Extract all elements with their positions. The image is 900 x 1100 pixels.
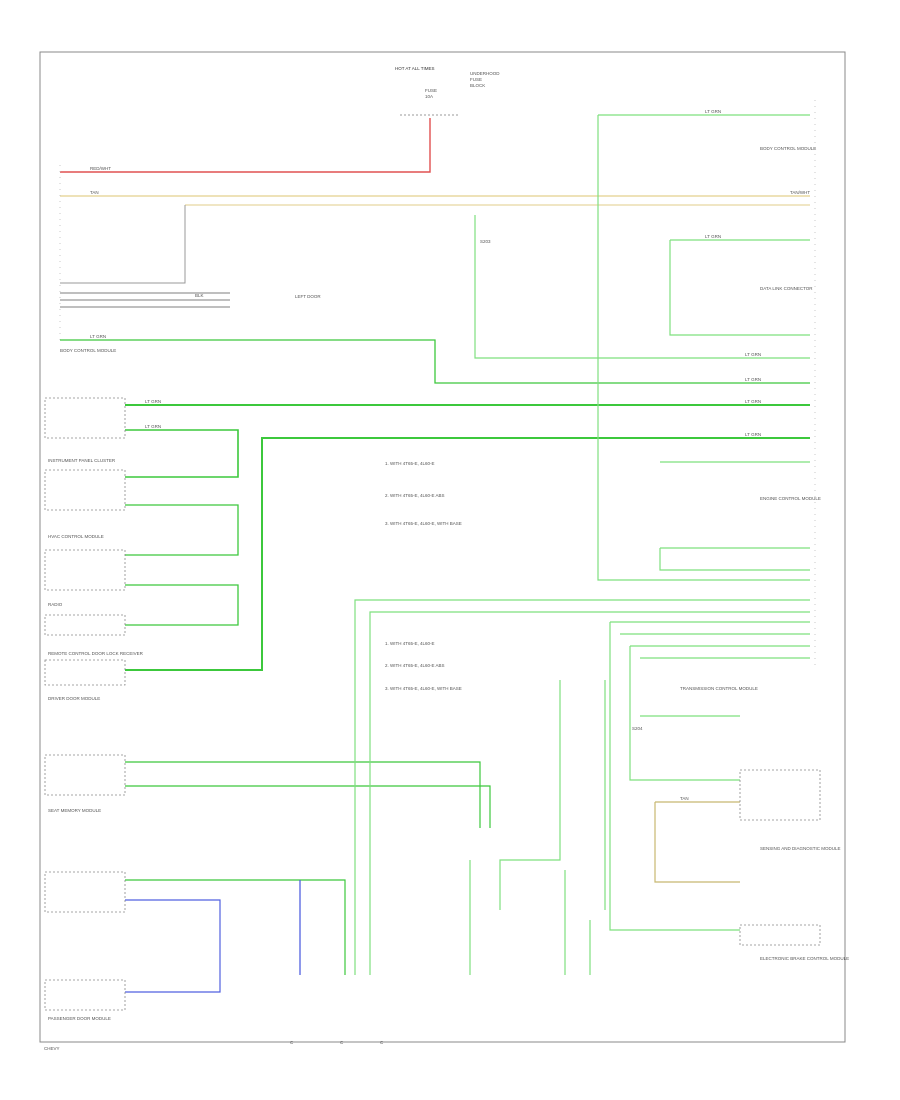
hvac-box [44,549,126,591]
data-bus-top [60,339,810,384]
seat-memory-box [44,754,126,796]
note-middle-2: 2. WITH 4T65-E, 4L60-E ABS [385,493,445,498]
wire-label-8: LT GRN [705,234,721,239]
passenger-door-box [44,871,126,913]
vertical-bus-2 [369,611,810,975]
ebcm-box [739,924,821,946]
passenger-line-1 [125,879,346,975]
bcm-box [44,397,126,439]
wire-label-1: LT GRN [145,399,161,404]
bcm-top-label: BODY CONTROL MODULE [60,348,116,353]
diagram-frame [39,51,846,1043]
cluster-box [44,469,126,511]
right-loop-1 [669,240,810,336]
wire-label-3: LT GRN [145,424,161,429]
wire-label-2: LT GRN [745,399,761,404]
sdm-label: SENSING AND DIAGNOSTIC MODULE [760,846,841,851]
tcm-label: TRANSMISSION CONTROL MODULE [680,686,758,691]
wire-tan-label: TAN [90,190,99,195]
radio-loop [125,584,239,626]
wire-label-4: LT GRN [745,432,761,437]
wire-label-11: BLK [195,293,204,298]
notes-middle: 1. WITH 4T65-E, 4L60-E 2. WITH 4T65-E, 4… [385,461,462,526]
wire-label-10: TAN [680,796,689,801]
note-middle-3: 3. WITH 4T65-E, 4L60-E, WITH BASE [385,521,462,526]
note-middle-1: 1. WITH 4T65-E, 4L60-E [385,461,435,466]
ecm-label: ENGINE CONTROL MODULE [760,496,821,501]
mid-drop-1 [499,680,561,910]
header-title: HOT AT ALL TIMES [395,66,435,71]
data-link-label: DATA LINK CONNECTOR [760,286,813,291]
sdm-box [739,769,821,821]
right-drop-1 [629,646,740,781]
long-vertical [597,115,810,581]
footer-small-2: C [340,1040,344,1045]
vertical-bus-1 [354,599,810,975]
hvac-loop [125,504,239,556]
radio-label: RADIO [48,602,63,607]
wire-tanwht-label: TAN/WHT [790,190,810,195]
splice-s204: S204 [632,726,643,731]
seat-memory-label: SEAT MEMORY MODULE [48,808,101,813]
footer-small-3: C [380,1040,384,1045]
door-lock-box [44,659,126,686]
right-drop-3 [609,622,740,931]
instrument-cluster-label: INSTRUMENT PANEL CLUSTER [48,458,116,463]
wire-label-9: LT GRN [90,334,106,339]
mid-upper-line [474,215,810,359]
right-bcm-label: BODY CONTROL MODULE [760,146,816,151]
hvac-label: HVAC CONTROL MODULE [48,534,104,539]
passenger-door-label: PASSENGER DOOR MODULE [48,1016,111,1021]
power-wire [60,118,431,173]
gray-wire [60,205,186,284]
footer-small-1: C [290,1040,294,1045]
remote-door-lock-label: REMOTE CONTROL DOOR LOCK RECEIVER [48,651,144,656]
seat-line-1 [125,761,481,828]
wire-label-7: LT GRN [705,109,721,114]
note-lower-3: 3. WITH 4T65-E, 4L60-E, WITH BASE [385,686,462,691]
ebcm-label: ELECTRONIC BRAKE CONTROL MODULE [760,956,849,961]
tan-loop [654,802,740,883]
radio-box [44,614,126,636]
note-lower-1: 1. WITH 4T65-E, 4L60-E [385,641,435,646]
footer-code: CHEVY [44,1046,60,1051]
wire-label-5: LT GRN [745,377,761,382]
passenger-door-module-box [44,979,126,1011]
seat-line-2 [125,785,491,828]
data-bus-3 [125,437,810,671]
right-loop-2 [659,548,810,571]
wire-redwht-label: RED/WHT [90,166,111,171]
note-lower-2: 2. WITH 4T65-E, 4L60-E ABS [385,663,445,668]
splice-s203: S203 [480,239,491,244]
left-door-label: LEFT DOOR [295,294,321,299]
notes-lower: 1. WITH 4T65-E, 4L60-E 2. WITH 4T65-E, 4… [385,641,462,691]
driver-door-module-label: DRIVER DOOR MODULE [48,696,100,701]
blue-wire [125,899,221,993]
cluster-loop [125,429,239,478]
wire-label-6: LT GRN [745,352,761,357]
